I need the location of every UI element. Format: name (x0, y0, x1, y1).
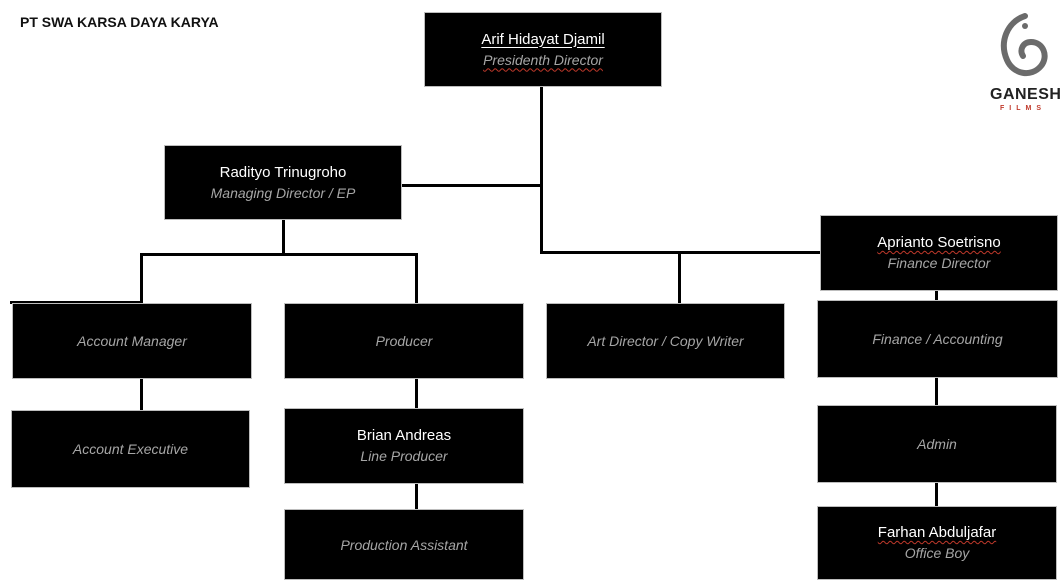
office-boy-role: Office Boy (904, 545, 970, 561)
managing-director-box: Radityo Trinugroho Managing Director / E… (164, 145, 402, 220)
connector (415, 253, 418, 305)
company-title: PT SWA KARSA DAYA KARYA (20, 14, 219, 30)
connector (415, 378, 418, 410)
art-director-box: Art Director / Copy Writer (546, 303, 785, 379)
production-assistant-role: Production Assistant (340, 536, 468, 553)
line-producer-box: Brian Andreas Line Producer (284, 408, 524, 484)
ganesha-logo-icon (1000, 13, 1048, 77)
connector (678, 251, 681, 305)
account-executive-box: Account Executive (11, 410, 250, 488)
finance-accounting-role: Finance / Accounting (872, 331, 1003, 347)
connector (400, 184, 542, 187)
president-box: Arif Hidayat Djamil Presidenth Director (424, 12, 662, 87)
account-manager-box: Account Manager (12, 303, 252, 379)
connector (935, 482, 938, 508)
admin-role: Admin (917, 436, 957, 452)
art-director-role: Art Director / Copy Writer (587, 333, 744, 349)
connector (282, 218, 285, 255)
logo-name: GANESHA (990, 86, 1060, 103)
connector (140, 253, 143, 305)
president-role: Presidenth Director (483, 51, 603, 68)
connector (140, 253, 418, 256)
office-boy-box: Farhan Abduljafar Office Boy (817, 506, 1057, 580)
connector (10, 301, 142, 304)
connector (140, 378, 143, 412)
line-producer-name: Brian Andreas (356, 427, 452, 444)
producer-role: Producer (375, 333, 433, 349)
producer-box: Producer (284, 303, 524, 379)
managing-director-name: Radityo Trinugroho (219, 163, 347, 181)
account-manager-role: Account Manager (77, 333, 187, 349)
finance-director-role: Finance Director (887, 255, 991, 271)
connector (540, 86, 543, 254)
line-producer-role: Line Producer (360, 448, 448, 464)
connector (935, 377, 938, 407)
president-name: Arif Hidayat Djamil (481, 30, 605, 48)
office-boy-name: Farhan Abduljafar (877, 524, 997, 541)
finance-accounting-box: Finance / Accounting (817, 300, 1058, 378)
admin-box: Admin (817, 405, 1057, 483)
finance-director-name: Aprianto Soetrisno (877, 234, 1001, 251)
finance-director-box: Aprianto Soetrisno Finance Director (820, 215, 1058, 291)
connector (540, 251, 822, 254)
account-executive-role: Account Executive (72, 441, 189, 457)
managing-director-role: Managing Director / EP (210, 184, 356, 201)
logo-subtitle: FILMS (1000, 105, 1046, 112)
connector (415, 483, 418, 511)
production-assistant-box: Production Assistant (284, 509, 524, 580)
